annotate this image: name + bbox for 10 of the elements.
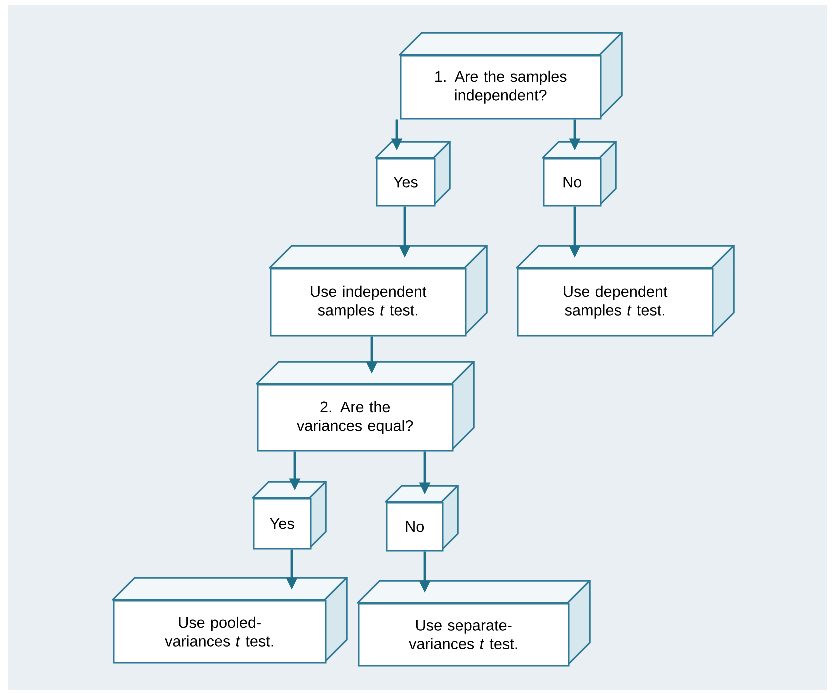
question-box: 2. Are the variances equal? (256, 361, 475, 452)
process-box: Use independent samples t test. (269, 245, 488, 337)
process-box: Use pooled-variances t test. (112, 577, 348, 664)
choice-box: Yes (375, 141, 451, 207)
choice-box: Yes (252, 481, 327, 550)
process-box: Use dependent samples t test. (516, 245, 735, 337)
choice-box: No (542, 141, 617, 207)
choice-box: No (385, 485, 459, 552)
process-box: Use separate-variances t test. (357, 580, 591, 667)
question-box: 1. Are the samples independent? (399, 32, 623, 120)
